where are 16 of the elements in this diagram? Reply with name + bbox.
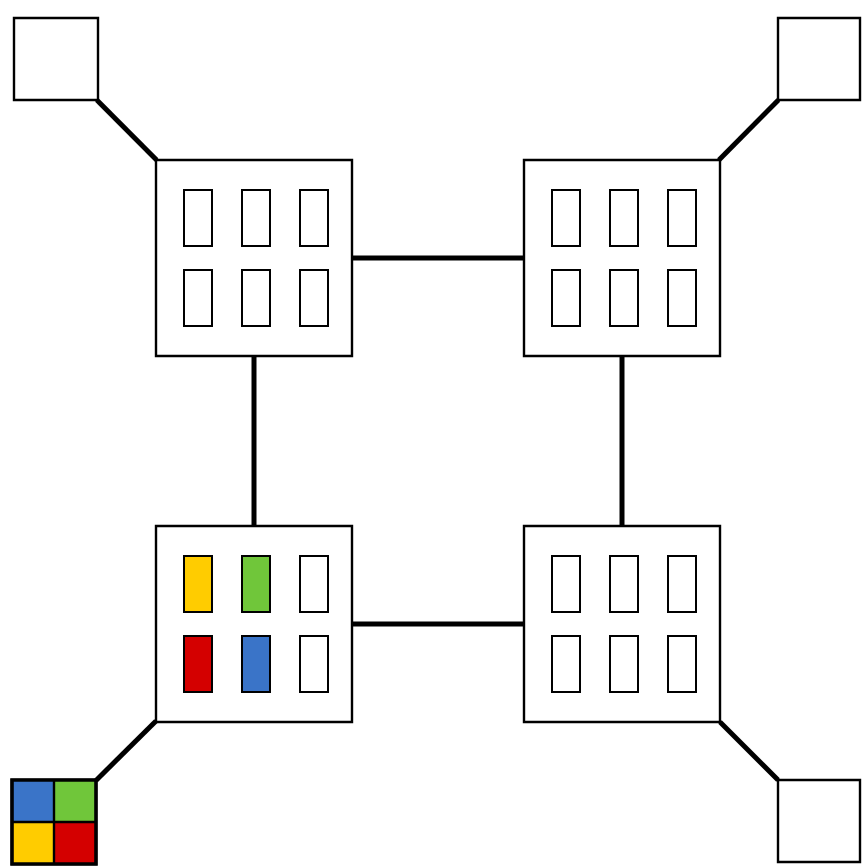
square-box <box>776 16 862 102</box>
server-box <box>522 524 722 724</box>
connector-line <box>95 98 159 162</box>
square-box <box>12 16 100 102</box>
connector-line <box>251 356 257 526</box>
server-box <box>522 158 722 358</box>
server-box <box>154 524 354 724</box>
tile-square <box>10 778 98 866</box>
connector-line <box>352 621 524 627</box>
connector-line <box>619 356 625 526</box>
server-box <box>154 158 354 358</box>
connector-line <box>718 720 780 782</box>
square-box <box>776 778 862 864</box>
connector-line <box>94 719 158 783</box>
connector-line <box>352 255 524 261</box>
connector-line <box>717 98 781 162</box>
